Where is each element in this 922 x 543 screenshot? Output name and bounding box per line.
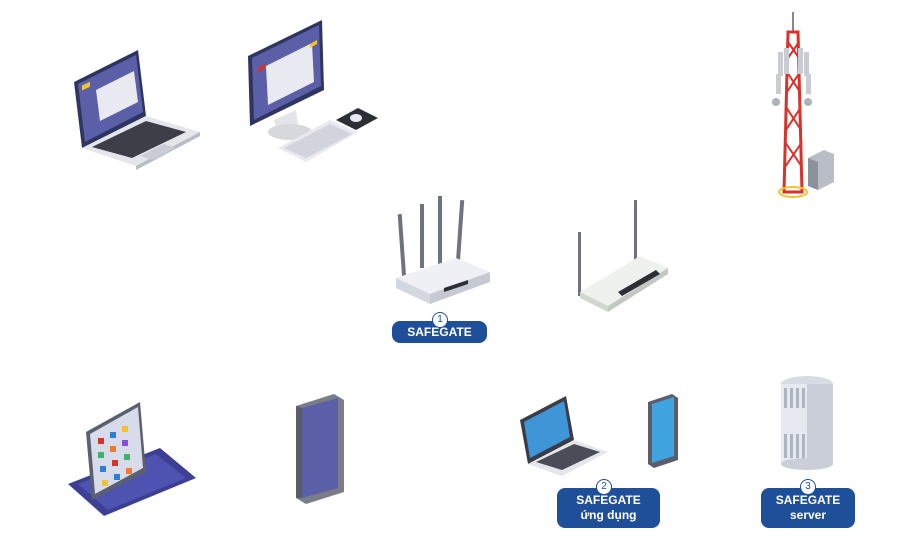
safegate-badge: SAFEGATE xyxy=(392,321,487,343)
safegate-label: SAFEGATE xyxy=(407,325,472,339)
safegate-app-label-line1: SAFEGATE xyxy=(576,493,641,507)
safegate-app-label-line2: ứng dụng xyxy=(580,508,637,522)
small-laptop-icon xyxy=(520,396,608,476)
modem-icon xyxy=(578,200,668,312)
cell-tower-icon xyxy=(772,12,834,198)
safegate-app-badge: SAFEGATE ứng dụng xyxy=(557,488,660,528)
safegate-server-label-line1: SAFEGATE xyxy=(775,493,841,507)
small-smartphone-icon xyxy=(648,394,678,468)
step-number-3: 3 xyxy=(800,479,816,495)
step-number-2: 2 xyxy=(596,479,612,495)
server-icon xyxy=(781,376,833,470)
router-icon xyxy=(396,196,490,304)
smartphone-icon xyxy=(296,394,344,504)
step-number-1: 1 xyxy=(432,312,448,328)
safegate-server-label-line2: server xyxy=(789,508,827,522)
tablet-keyboard-icon xyxy=(68,402,196,516)
desktop-computer-icon xyxy=(248,20,378,162)
laptop-icon xyxy=(74,50,200,170)
